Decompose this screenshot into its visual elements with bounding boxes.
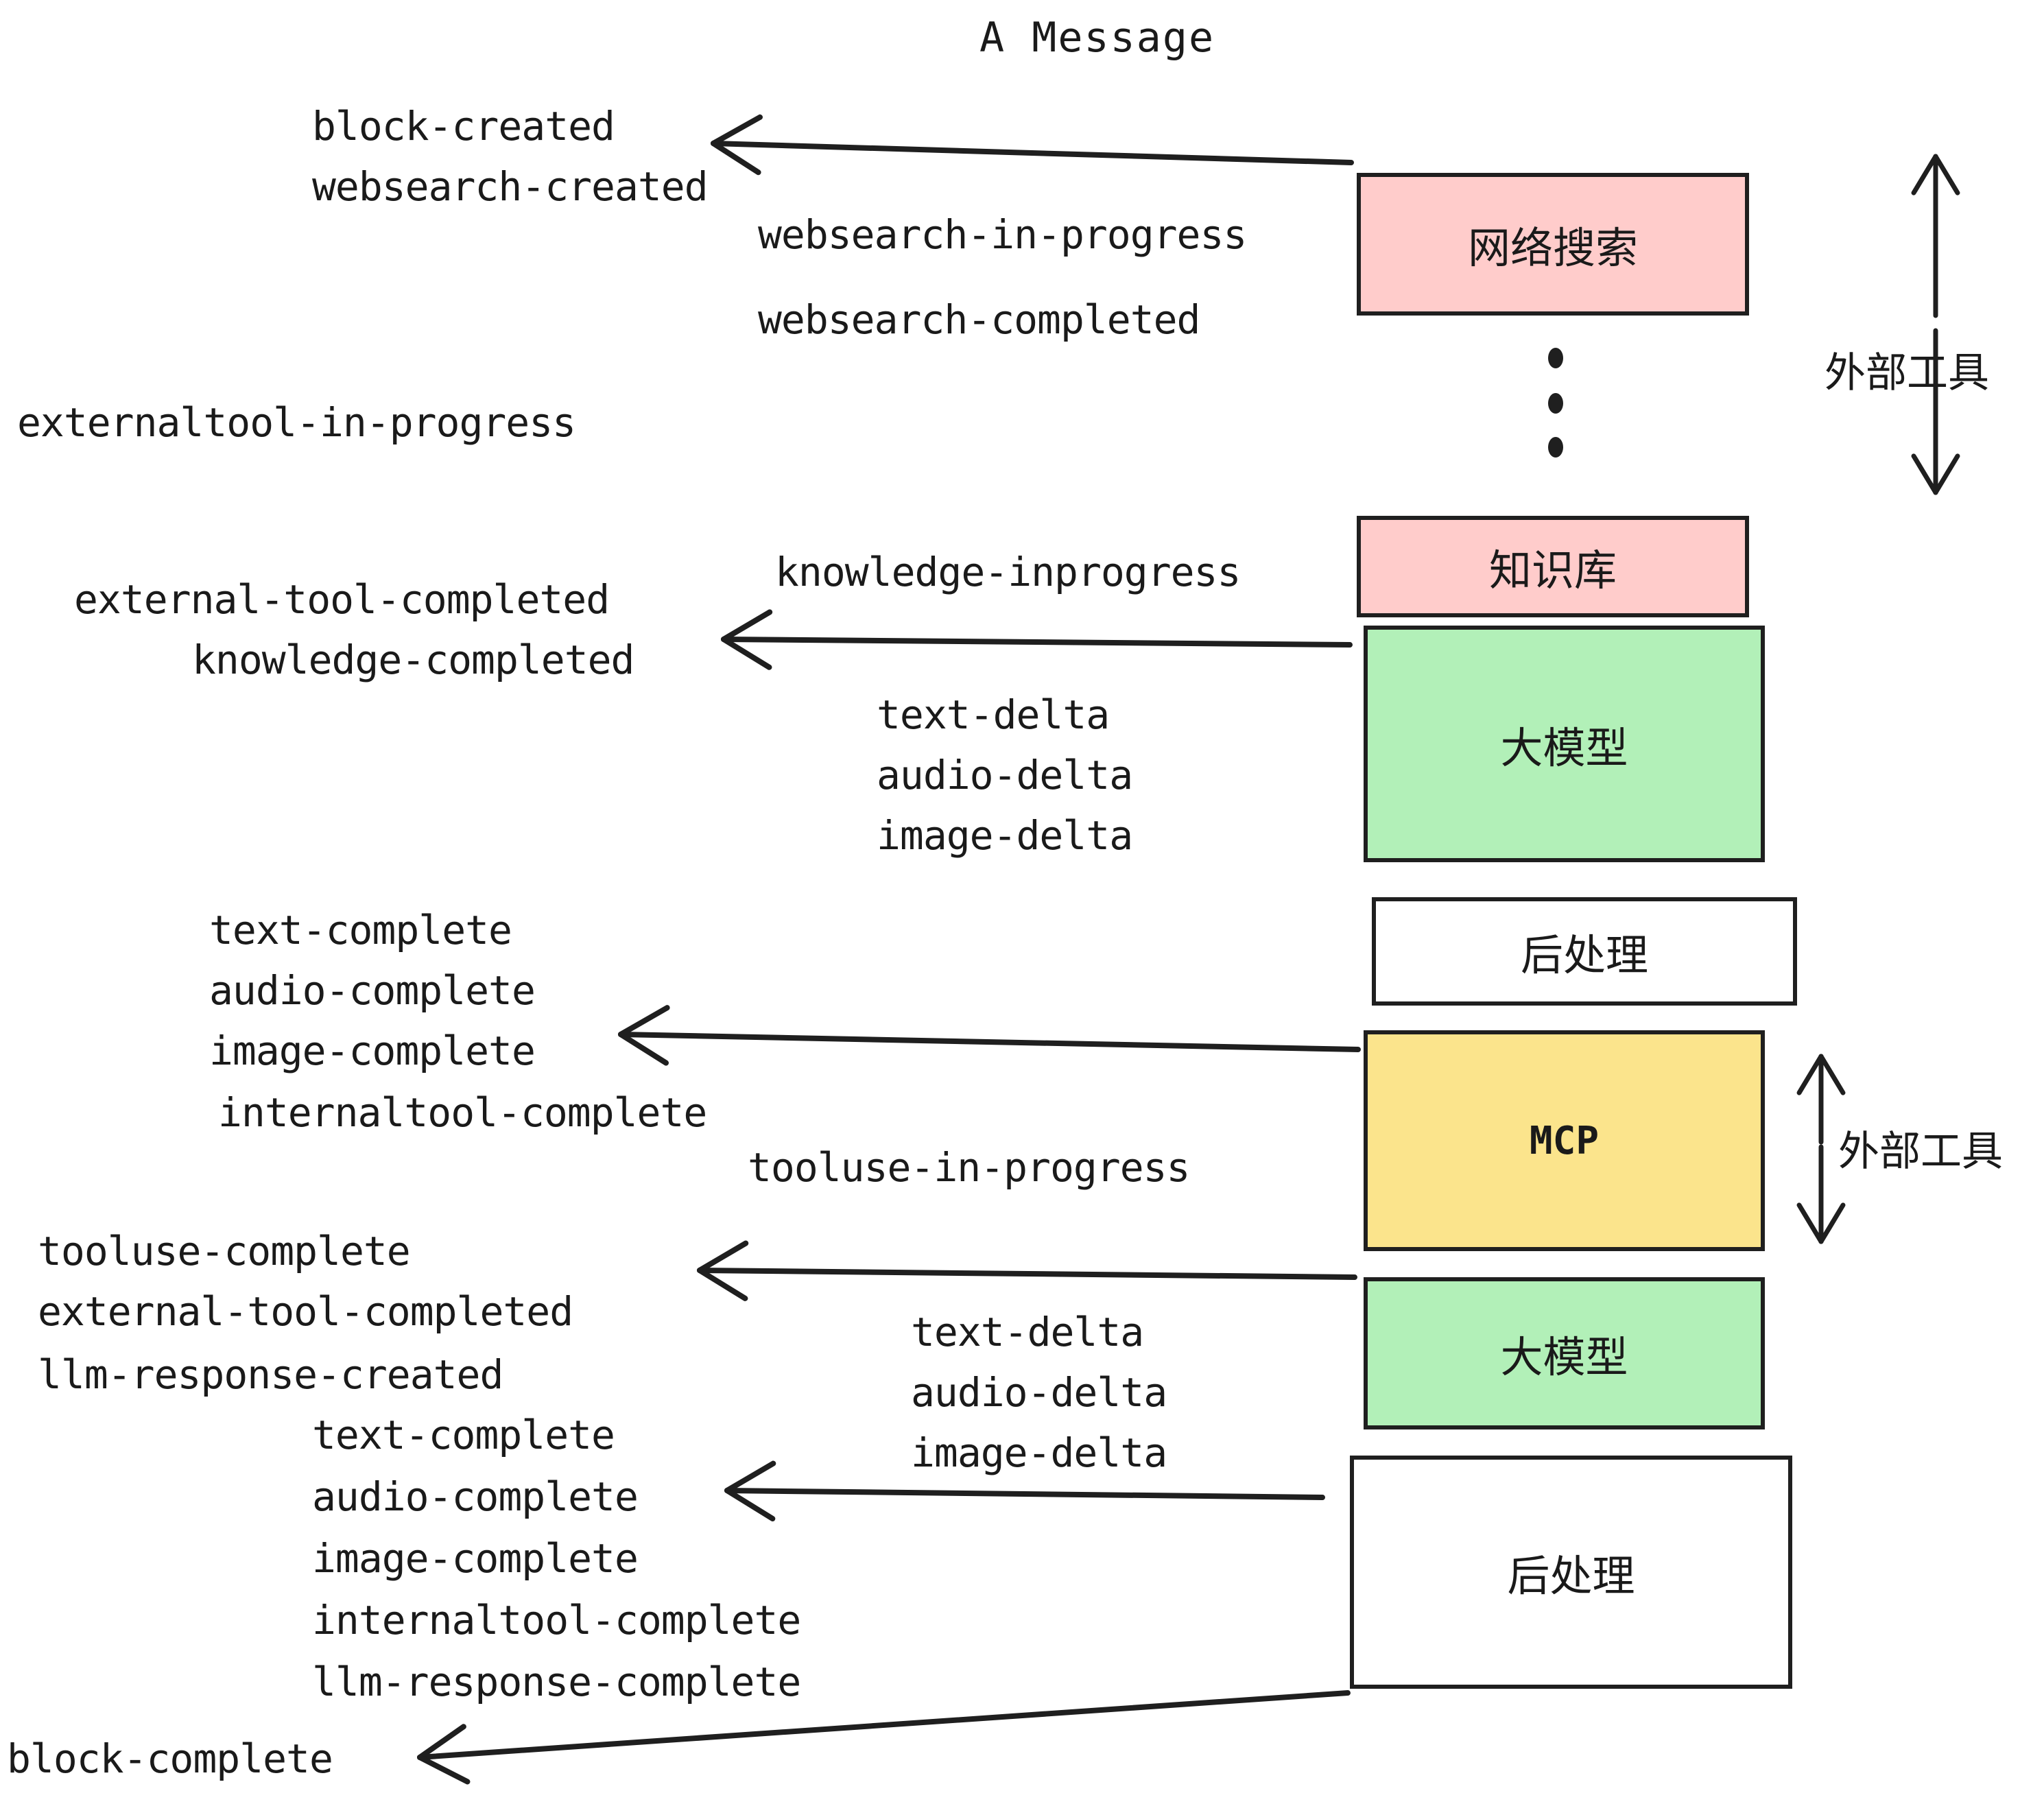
process-box-label: 后处理 <box>1507 1551 1635 1601</box>
ellipsis-dot-icon <box>1548 393 1563 414</box>
event-label: websearch-created <box>312 163 709 210</box>
event-label: text-complete <box>209 907 512 953</box>
audio-complete-arrow <box>724 1460 1325 1521</box>
process-box-label: 大模型 <box>1500 1332 1628 1382</box>
event-label: websearch-completed <box>758 296 1200 343</box>
event-label: internaltool-complete <box>218 1089 707 1136</box>
process-box[interactable]: 后处理 <box>1350 1456 1792 1689</box>
event-label: text-delta <box>911 1309 1144 1355</box>
event-label: audio-delta <box>911 1369 1167 1416</box>
page-title: A Message <box>979 14 1215 62</box>
external-tool-updown-arrow-bottom <box>1911 328 1960 495</box>
event-label: block-complete <box>7 1735 333 1782</box>
process-box-label: 网络搜索 <box>1467 223 1638 273</box>
event-label: websearch-in-progress <box>758 211 1247 258</box>
event-label: llm-response-created <box>38 1351 503 1398</box>
event-label: block-created <box>312 103 615 150</box>
event-label: image-complete <box>312 1535 639 1582</box>
event-label: knowledge-inprogress <box>775 549 1241 595</box>
image-complete-arrow <box>618 1005 1361 1066</box>
process-box-label: 知识库 <box>1488 545 1617 595</box>
process-box[interactable]: 大模型 <box>1364 1277 1765 1429</box>
event-label: external-tool-completed <box>74 576 610 623</box>
process-box[interactable]: 大模型 <box>1364 626 1765 862</box>
event-label: tooluse-in-progress <box>748 1144 1190 1191</box>
event-label: external-tool-completed <box>38 1288 573 1335</box>
event-label: image-complete <box>209 1028 536 1074</box>
process-box-label: 大模型 <box>1500 722 1628 773</box>
process-box[interactable]: 知识库 <box>1357 516 1749 617</box>
external-tool-updown-arrow-top <box>1911 154 1960 318</box>
mcp-external-tool-arrow-bottom <box>1796 1144 1846 1244</box>
process-box-label: MCP <box>1529 1118 1600 1163</box>
event-label: audio-complete <box>312 1473 639 1520</box>
tooluse-complete-arrow <box>697 1240 1357 1301</box>
event-label: llm-response-complete <box>312 1659 801 1705</box>
event-label: internaltool-complete <box>312 1597 801 1643</box>
mcp-external-tool-arrow-top <box>1796 1054 1846 1145</box>
block-complete-arrow <box>417 1690 1351 1785</box>
event-label: text-delta <box>877 691 1110 738</box>
event-label: audio-delta <box>877 752 1133 798</box>
event-label: image-delta <box>911 1429 1167 1476</box>
event-label: audio-complete <box>209 967 536 1014</box>
external-tool-side-label: 外部工具 <box>1825 349 1989 397</box>
event-label: knowledge-completed <box>192 637 634 683</box>
event-label: externaltool-in-progress <box>17 399 576 446</box>
block-created-arrow <box>711 114 1354 176</box>
event-label: text-complete <box>312 1412 615 1458</box>
process-box[interactable]: 网络搜索 <box>1357 173 1749 316</box>
process-box[interactable]: MCP <box>1364 1030 1765 1251</box>
event-label: image-delta <box>877 812 1133 859</box>
process-box[interactable]: 后处理 <box>1372 897 1797 1006</box>
event-label: tooluse-complete <box>38 1228 411 1274</box>
ellipsis-dot-icon <box>1548 437 1563 458</box>
ellipsis-dot-icon <box>1548 348 1563 368</box>
knowledge-completed-arrow <box>721 609 1353 670</box>
process-box-label: 后处理 <box>1520 930 1648 980</box>
external-tool-side-label: 外部工具 <box>1838 1128 2003 1176</box>
